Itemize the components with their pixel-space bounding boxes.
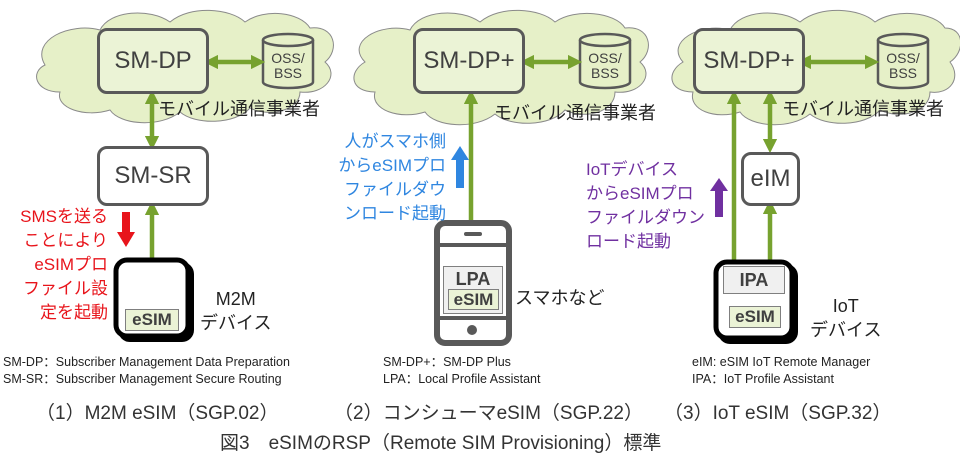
ipa-label: IPA: [739, 269, 769, 290]
purple-up-arrow-icon: [710, 178, 728, 217]
ipa-module: IPA: [723, 266, 785, 294]
annotation-line: ファイルダウン: [586, 208, 705, 227]
device-label-line: M2M: [215, 289, 256, 309]
esim-chip-smartphone: eSIM: [448, 289, 499, 310]
annotation-line: ンロード起動: [344, 204, 446, 223]
sm-sr-label: SM-SR: [114, 162, 192, 189]
glossary-panel-2: SM-DP+：SM-DP Plus LPA：Local Profile Assi…: [383, 354, 540, 388]
eim-label: eIM: [750, 165, 791, 192]
annotation-line: eSIMプロ: [34, 255, 108, 274]
annotation-line: ことにより: [23, 231, 108, 250]
sm-sr-box: SM-SR: [97, 146, 209, 206]
db-label-line1: OSS/: [886, 50, 920, 67]
sm-dp-label: SM-DP: [114, 47, 192, 74]
blue-up-arrow-icon: [451, 146, 469, 188]
database-icon-1: [261, 32, 315, 90]
panel-1-title: （1）M2M eSIM（SGP.02）: [36, 403, 279, 424]
annotation-line: ファイルダウ: [344, 180, 446, 199]
annotation-line: からeSIMプロ: [338, 156, 446, 175]
annotation-line: 人がスマホ側: [344, 132, 447, 151]
m2m-device-label: M2M デバイス: [200, 287, 271, 335]
glossary-entry: SM-DP：Subscriber Management Data Prepara…: [3, 355, 290, 369]
db-label-line2: BSS: [888, 65, 917, 81]
sm-dp-plus-server-box-2: SM-DP+: [413, 28, 525, 94]
annotation-line: ロード起動: [586, 232, 671, 251]
panel-2-title: （2）コンシューマeSIM（SGP.22）: [334, 403, 644, 424]
figure-caption: 図3 eSIMのRSP（Remote SIM Provisioning）標準: [220, 433, 662, 454]
eim-box: eIM: [741, 152, 800, 206]
database-icon-2: [578, 32, 632, 90]
annotation-line: ファイル設: [23, 279, 108, 298]
device-label-line: IoT: [832, 296, 859, 316]
device-label-line: デバイス: [200, 313, 272, 333]
annotation-line: IoTデバイス: [586, 160, 679, 179]
db-label-line2: BSS: [273, 65, 302, 81]
glossary-entry: IPA：IoT Profile Assistant: [692, 372, 834, 386]
oss-bss-database-3: OSS/ BSS: [878, 46, 928, 86]
database-icon-3: [876, 32, 930, 90]
smartphone-label: スマホなど: [515, 288, 605, 308]
sms-trigger-annotation: SMSを送る ことにより eSIMプロ ファイル設 定を起動: [20, 205, 108, 325]
db-label-line2: BSS: [590, 65, 619, 81]
db-label-line1: OSS/: [271, 50, 305, 67]
oss-bss-database-1: OSS/ BSS: [263, 46, 313, 86]
lpa-label: LPA: [455, 269, 491, 289]
iot-trigger-annotation: IoTデバイス からeSIMプロ ファイルダウン ロード起動: [586, 158, 705, 254]
glossary-entry: LPA：Local Profile Assistant: [383, 372, 541, 386]
mobile-carrier-label-2: モバイル通信事業者: [494, 103, 656, 123]
sm-dp-plus-label: SM-DP+: [703, 47, 795, 74]
panel-3-title: （3）IoT eSIM（SGP.32）: [664, 403, 892, 424]
oss-bss-database-2: OSS/ BSS: [580, 46, 630, 86]
annotation-line: からeSIMプロ: [586, 184, 694, 203]
annotation-line: SMSを送る: [20, 207, 108, 226]
mobile-carrier-label-3: モバイル通信事業者: [782, 99, 944, 119]
esim-chip-m2m: eSIM: [125, 309, 179, 331]
iot-device-label: IoT デバイス: [810, 294, 881, 342]
glossary-entry: SM-SR：Subscriber Management Secure Routi…: [3, 372, 282, 386]
mobile-carrier-label-1: モバイル通信事業者: [158, 99, 320, 119]
db-label-line1: OSS/: [588, 50, 622, 67]
glossary-panel-1: SM-DP：Subscriber Management Data Prepara…: [3, 354, 290, 388]
glossary-panel-3: eIM: eSIM IoT Remote Manager IPA：IoT Pro…: [692, 354, 870, 388]
sm-dp-plus-label: SM-DP+: [423, 47, 515, 74]
user-trigger-annotation: 人がスマホ側 からeSIMプロ ファイルダウ ンロード起動: [338, 130, 446, 226]
red-down-arrow-icon: [117, 212, 135, 247]
glossary-entry: eIM: eSIM IoT Remote Manager: [692, 355, 871, 369]
device-label-line: デバイス: [810, 320, 882, 340]
sm-dp-plus-server-box-3: SM-DP+: [693, 28, 805, 94]
esim-chip-iot: eSIM: [729, 306, 781, 328]
sm-dp-server-box: SM-DP: [97, 28, 209, 94]
annotation-line: 定を起動: [40, 303, 108, 322]
glossary-entry: SM-DP+：SM-DP Plus: [383, 355, 511, 369]
